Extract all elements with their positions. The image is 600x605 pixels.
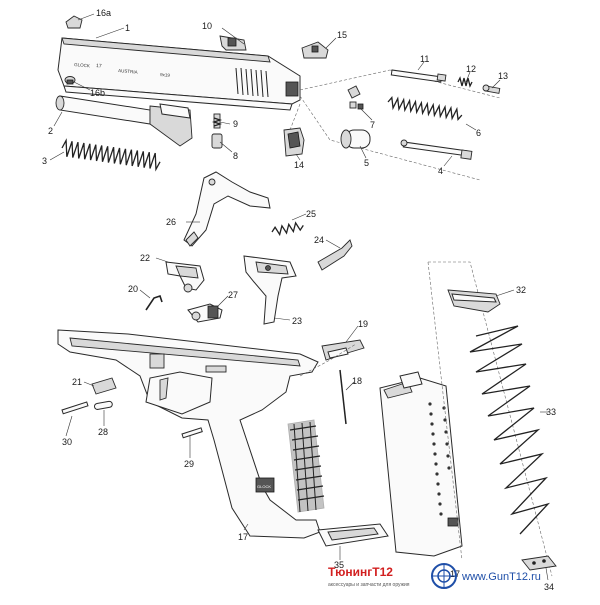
label-17-frame: 17	[238, 532, 248, 542]
firing-pin-spring-cups	[457, 76, 473, 88]
label-34: 34	[544, 582, 554, 592]
label-3: 3	[42, 156, 47, 166]
label-16a: 16a	[96, 8, 111, 18]
label-27: 27	[228, 290, 238, 300]
label-19: 19	[358, 319, 368, 329]
grip-texture	[287, 419, 325, 513]
label-22: 22	[140, 253, 150, 263]
trigger-bar	[183, 171, 271, 247]
magazine-catch	[91, 377, 117, 395]
label-15: 15	[337, 30, 347, 40]
firing-pin-safety	[400, 139, 473, 160]
label-29: 29	[184, 459, 194, 469]
label-25: 25	[306, 209, 316, 219]
label-24: 24	[314, 235, 324, 245]
label-6: 6	[476, 128, 481, 138]
label-35: 35	[334, 560, 344, 570]
label-23: 23	[292, 316, 302, 326]
assembly-guides-magazine	[299, 261, 553, 577]
trigger-mechanism-housing	[243, 255, 297, 325]
label-21: 21	[72, 377, 82, 387]
label-5: 5	[364, 158, 369, 168]
firing-pin	[390, 69, 447, 83]
magazine-catch-spring	[339, 369, 347, 425]
label-18: 18	[352, 376, 362, 386]
label-8: 8	[233, 151, 238, 161]
extractor-plunger	[211, 133, 223, 149]
label-11: 11	[420, 54, 429, 64]
magazine-floorplate	[317, 523, 389, 547]
slide: GLOCK 17 AUSTRIA 9x19	[57, 37, 301, 111]
label-33: 33	[546, 407, 556, 417]
label-13: 13	[498, 71, 508, 81]
extractor-depressor-parts	[347, 85, 364, 110]
label-10: 10	[202, 21, 212, 31]
spacer-sleeve	[482, 84, 501, 94]
assembly-guides-slide	[289, 69, 501, 181]
slide-model-marking: 17	[96, 63, 102, 69]
label-7: 7	[370, 120, 375, 130]
slide-origin-marking: AUSTRIA	[118, 68, 138, 75]
front-sight-screw	[64, 76, 76, 85]
part-labels: 16a 1 16b 2 3 10 9 8 15 11 12 13 6 7 5 4…	[42, 8, 556, 592]
front-sight	[65, 15, 83, 29]
watermark-logo-icon	[431, 563, 457, 589]
slide-caliber-marking: 9x19	[160, 72, 171, 78]
label-12: 12	[466, 64, 476, 74]
label-32: 32	[516, 285, 526, 295]
locking-block-pin	[93, 400, 113, 410]
label-1: 1	[125, 23, 130, 33]
barrel	[55, 95, 193, 147]
watermark-url: www.GunT12.ru	[461, 571, 541, 583]
slide-lock-spring	[317, 239, 353, 271]
firing-pin-spring	[387, 96, 463, 121]
recoil-spring	[61, 138, 161, 172]
slide-brand-marking: GLOCK	[74, 62, 90, 68]
leader-lines	[49, 13, 549, 581]
trigger-spring	[271, 221, 304, 237]
rear-sight	[301, 41, 329, 59]
label-9: 9	[233, 119, 238, 129]
label-4: 4	[438, 166, 443, 176]
label-28: 28	[98, 427, 108, 437]
label-26: 26	[166, 217, 176, 227]
label-20: 20	[128, 284, 138, 294]
spring-loaded-bearing	[211, 113, 223, 129]
label-14: 14	[294, 160, 304, 170]
label-16b: 16b	[90, 88, 105, 98]
watermark-tagline: аксессуары и запчасти для оружия	[328, 582, 410, 588]
watermark: ТюнингТ12 аксессуары и запчасти для оруж…	[328, 563, 541, 589]
slide-cover-plate	[283, 127, 305, 157]
trigger-housing-pin	[181, 427, 203, 439]
magazine-spring	[469, 325, 551, 535]
locking-block	[165, 261, 205, 293]
slide-serrations	[235, 67, 269, 98]
magazine-tube	[379, 371, 463, 557]
magazine-follower	[447, 289, 501, 313]
slide-stop-lever	[321, 339, 365, 361]
label-30: 30	[62, 437, 72, 447]
slide-lock	[187, 303, 223, 323]
extractor	[219, 35, 247, 51]
frame-brand-marking: GLOCK	[257, 484, 271, 489]
trigger-pin	[61, 401, 89, 415]
watermark-brand: ТюнингТ12	[328, 565, 393, 579]
label-2: 2	[48, 126, 53, 136]
magazine-insert	[521, 555, 557, 571]
locking-block-pin-spring	[145, 294, 163, 311]
firing-pin-channel-liner	[340, 129, 371, 149]
